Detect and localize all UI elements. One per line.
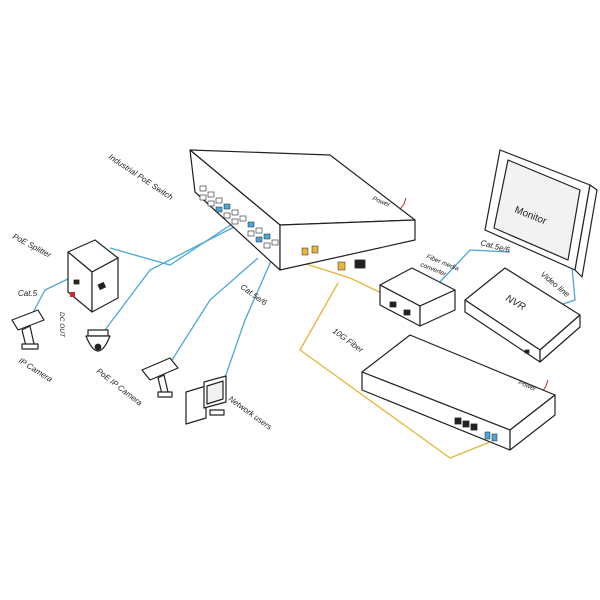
industrial-poe-switch-icon: Industrial PoE Switch [107,149,416,271]
fiber-switch-icon [361,334,556,451]
bullet-camera-icon [11,309,45,350]
cable-10g-fiber [299,282,491,459]
cable-converter-to-nvr [439,249,511,283]
cable-users-to-switch [219,251,276,393]
cable-poe-camera-to-switch [104,224,239,331]
cable-camera2-to-switch [171,257,259,361]
poe-splitter-icon [67,239,119,313]
cable-splitter-to-switch [109,221,236,266]
cat5e6-right-label: Cat.5e/6 [479,238,511,255]
dome-camera-icon [85,329,111,352]
ip-camera-label: IP Camera [17,356,54,384]
cable-ip-camera-to-splitter [29,277,71,319]
switch-label: Industrial PoE Switch [107,152,175,202]
network-users-label: Network users [227,394,274,431]
dc-out-label: DC OUT [58,312,65,338]
desktop-computer-icon [185,375,227,425]
fiber-10g-label: 10G Fiber [331,326,365,354]
switch-port-grid [199,185,366,271]
cables [29,197,576,459]
cat5-label: Cat.5 [18,289,38,298]
bullet-camera-2-icon [141,357,179,398]
poe-ip-camera-label: PoE IP Camera [95,366,145,407]
monitor-icon: Monitor [484,149,598,278]
fiber-media-converter-icon [379,267,456,327]
nvr-icon: NVR [464,267,581,363]
cable-switch-to-converter [299,261,393,299]
cat5e6-left-label: Cat.5e/6 [239,282,269,307]
poe-splitter-label: PoE Splitter [11,232,53,260]
